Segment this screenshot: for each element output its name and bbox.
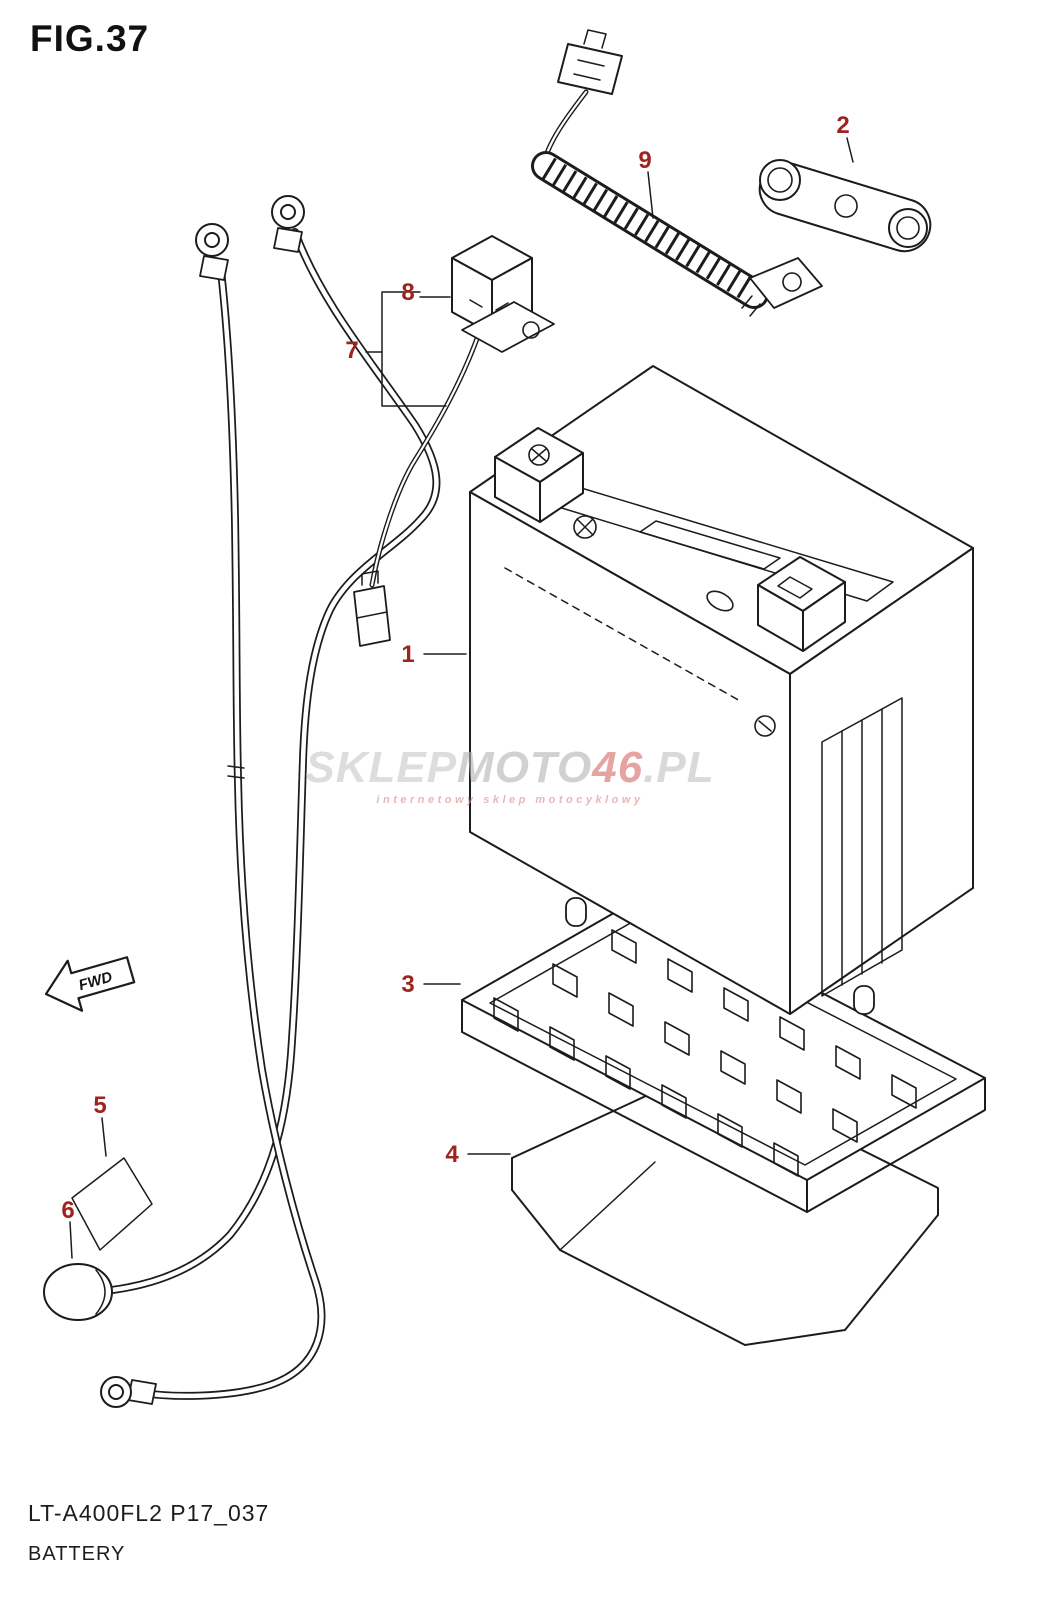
callout-5: 5 (93, 1092, 106, 1119)
figure-name: BATTERY (28, 1543, 126, 1565)
terminal-boot (43, 1263, 113, 1321)
lead-connector (557, 29, 623, 95)
tray-tab (565, 897, 587, 927)
relay-assembly (353, 235, 555, 647)
cable-cover-sheet (71, 1157, 153, 1251)
leader-lines (69, 137, 854, 1259)
fuse-lead (531, 29, 823, 317)
callout-8: 8 (401, 279, 414, 306)
battery-tray (461, 897, 986, 1213)
battery-cable-negative (108, 195, 441, 1294)
figure-code: LT-A400FL2 P17_037 (28, 1500, 270, 1526)
battery-terminal-right (757, 556, 846, 652)
lead-end-bracket (741, 257, 823, 317)
callout-3: 3 (401, 971, 414, 998)
figure-title: FIG.37 (30, 18, 150, 59)
callout-2: 2 (836, 112, 849, 139)
fwd-arrow: FWD (44, 956, 136, 1012)
figure-footer: LT-A400FL2 P17_037 BATTERY (28, 1500, 269, 1566)
protective-sleeve (531, 151, 769, 309)
callout-1: 1 (401, 641, 414, 668)
battery-cable-positive (100, 223, 326, 1408)
callout-6: 6 (61, 1197, 74, 1224)
tray-tab (853, 985, 875, 1015)
callout-9: 9 (638, 147, 651, 174)
battery (469, 365, 974, 1015)
relay-bracket (461, 301, 555, 353)
callout-7: 7 (345, 337, 358, 364)
relay-connector (353, 570, 391, 647)
callout-4: 4 (445, 1141, 459, 1168)
battery-terminal-left (494, 427, 584, 523)
terminal-cover-plate (758, 159, 932, 253)
